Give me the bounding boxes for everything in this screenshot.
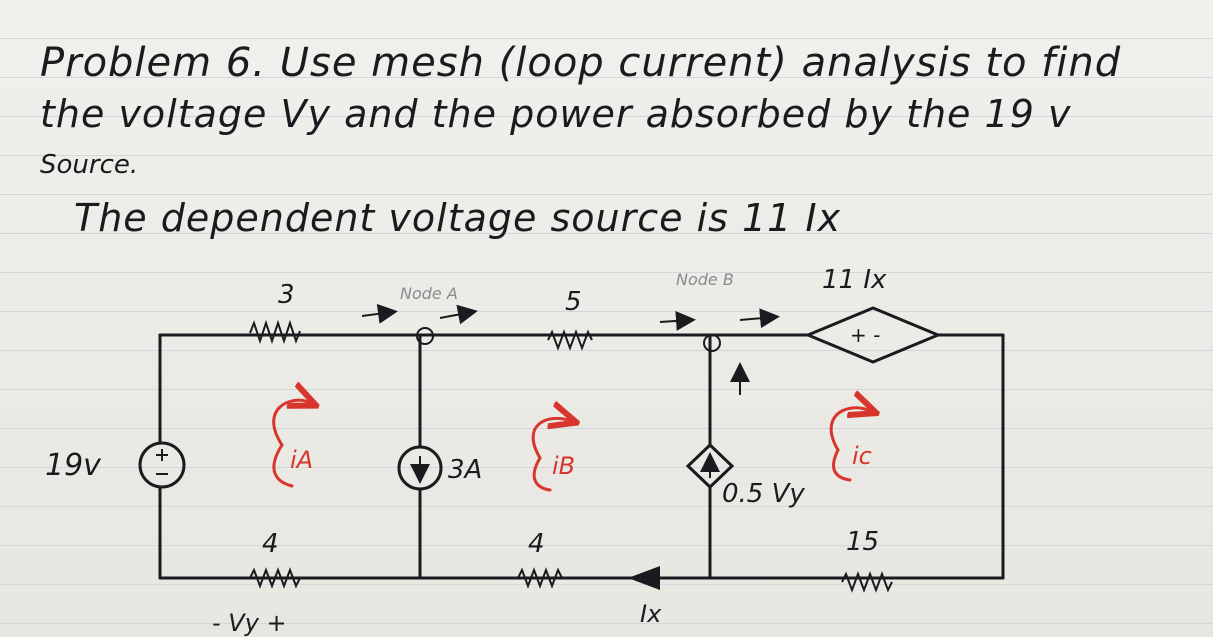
node-b-label: Node B bbox=[676, 270, 734, 289]
dependent-source-statement: The dependent voltage source is 11 Ix bbox=[74, 196, 842, 240]
voltage-source-19v bbox=[138, 441, 186, 489]
node-b-dot bbox=[703, 334, 721, 352]
problem-title-line-3: Source. bbox=[40, 150, 139, 180]
mesh-current-c-arrow bbox=[829, 408, 868, 452]
node-a-label: Node A bbox=[400, 284, 458, 303]
arrow-node-b-left bbox=[659, 310, 696, 331]
problem-title-line-1: Problem 6. Use mesh (loop current) analy… bbox=[40, 40, 1122, 86]
resistor-5-ohm bbox=[547, 329, 593, 351]
current-source-3a-label: 3A bbox=[448, 455, 482, 485]
mesh-current-a-label: iA bbox=[290, 446, 313, 474]
resistor-4-left-label: 4 bbox=[262, 529, 279, 559]
resistor-15-label: 15 bbox=[846, 527, 879, 557]
dependent-voltage-polarity: + - bbox=[850, 323, 880, 347]
circuit-wires bbox=[158, 333, 1005, 580]
resistor-4-mid-label: 4 bbox=[528, 529, 545, 559]
ix-arrow bbox=[628, 566, 660, 590]
resistor-4-ohm-mid bbox=[517, 567, 563, 589]
dependent-voltage-label: 11 Ix bbox=[822, 265, 887, 295]
mesh-current-b-arrow bbox=[531, 418, 568, 460]
current-source-3a bbox=[397, 445, 443, 491]
resistor-4-ohm-left bbox=[249, 567, 301, 589]
dependent-voltage-source bbox=[804, 306, 942, 364]
mesh-current-b-label: iB bbox=[552, 452, 575, 480]
vy-label: - Vy + bbox=[212, 609, 287, 637]
mesh-current-a-arrow bbox=[272, 400, 308, 447]
ix-label: Ix bbox=[640, 600, 662, 628]
arrow-node-b-right bbox=[739, 308, 780, 329]
arrow-node-a-right bbox=[439, 304, 478, 325]
arrow-node-a-left bbox=[361, 303, 398, 324]
dependent-current-label: 0.5 Vy bbox=[722, 479, 805, 509]
node-a-dot bbox=[416, 327, 434, 345]
dependent-current-source bbox=[685, 442, 735, 490]
resistor-15-ohm bbox=[841, 571, 893, 593]
resistor-3-ohm bbox=[249, 319, 301, 345]
resistor-3-label: 3 bbox=[278, 280, 295, 310]
mesh-current-c-label: ic bbox=[852, 442, 872, 470]
problem-title-line-2: the voltage Vy and the power absorbed by… bbox=[40, 92, 1072, 136]
resistor-5-label: 5 bbox=[565, 287, 582, 317]
source-19v-label: 19v bbox=[45, 448, 102, 483]
